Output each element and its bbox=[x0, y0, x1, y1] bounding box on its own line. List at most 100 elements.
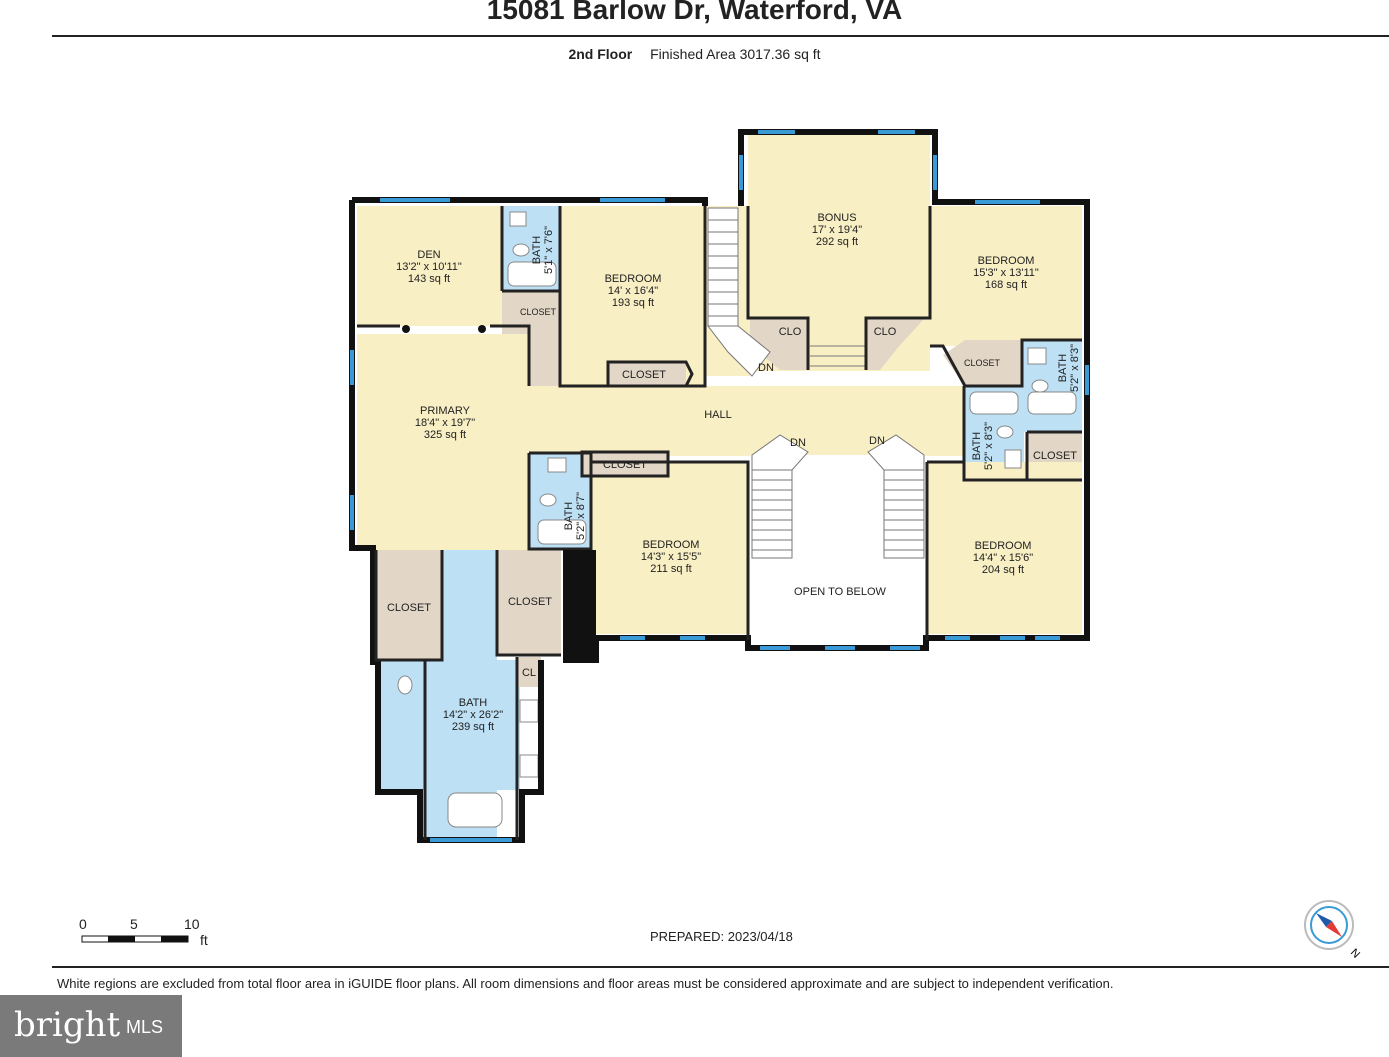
bedroom-nw-name: BEDROOM bbox=[605, 273, 662, 285]
closet-ne-name: CLOSET bbox=[964, 358, 1001, 368]
dn-label-3: DN bbox=[869, 435, 885, 447]
scale-bar-seg-1 bbox=[108, 936, 135, 942]
bath-e-dim: 5'2" x 8'3" bbox=[983, 422, 995, 470]
stair-left-winder bbox=[751, 434, 809, 471]
primary-room bbox=[357, 334, 529, 550]
cl-name: CL bbox=[522, 667, 536, 679]
bath-primary-name: BATH bbox=[459, 697, 488, 709]
footer-rule bbox=[52, 966, 1389, 968]
wall-chase bbox=[563, 550, 596, 660]
bedroom-se-area: 204 sq ft bbox=[982, 564, 1024, 576]
bonus-dim: 17' x 19'4" bbox=[812, 224, 862, 236]
closet-p1-room bbox=[376, 550, 442, 660]
stair-left-treads bbox=[752, 479, 792, 551]
stair-top-winder bbox=[706, 325, 771, 377]
bedroom-s-area: 211 sq ft bbox=[650, 563, 691, 575]
den-room bbox=[357, 206, 502, 326]
bath-mid-dim: 5'2" x 8'7" bbox=[575, 492, 587, 540]
scale-tick-5: 5 bbox=[130, 916, 138, 932]
cl-room bbox=[517, 657, 541, 687]
bright-mls-logo: bright MLS bbox=[0, 995, 182, 1057]
sink-primary-1-icon bbox=[519, 699, 539, 723]
stair-right bbox=[883, 469, 925, 559]
wall-north-west bbox=[352, 197, 708, 206]
prepared-date: PREPARED: 2023/04/18 bbox=[650, 929, 793, 944]
bedroom-se-name: BEDROOM bbox=[975, 540, 1032, 552]
bedroom-nw-area: 193 sq ft bbox=[612, 297, 654, 309]
dn-label-2: DN bbox=[790, 437, 806, 449]
sink-primary-2-icon bbox=[519, 754, 539, 778]
primary-dim: 18'4" x 19'7" bbox=[415, 417, 475, 429]
wall-bath-mid bbox=[527, 451, 593, 551]
bath-top-name: BATH bbox=[531, 236, 543, 265]
scale-tick-0: 0 bbox=[79, 916, 87, 932]
windows bbox=[350, 130, 1089, 842]
clo-right-room bbox=[866, 318, 925, 370]
closet-den-name: CLOSET bbox=[520, 307, 557, 317]
stair-left bbox=[751, 469, 793, 559]
stairs bbox=[706, 207, 925, 559]
primary-name: PRIMARY bbox=[420, 405, 471, 417]
bath-e-name: BATH bbox=[971, 432, 983, 461]
compass-needle-north bbox=[1326, 921, 1342, 937]
disclaimer: White regions are excluded from total fl… bbox=[57, 976, 1114, 991]
compass-needle-south bbox=[1316, 913, 1332, 927]
bath-ne-name: BATH bbox=[1057, 354, 1069, 383]
sink-top-icon bbox=[509, 211, 527, 227]
compass-n-label: N bbox=[1348, 947, 1362, 961]
closet-e-name: CLOSET bbox=[1033, 450, 1077, 462]
bedroom-nw-dim: 14' x 16'4" bbox=[608, 285, 658, 297]
wall-ne bbox=[930, 338, 1082, 388]
interior-walls bbox=[357, 206, 1082, 840]
compass-icon: N bbox=[1304, 900, 1362, 961]
closet-p1-name: CLOSET bbox=[387, 602, 431, 614]
dn-label-1: DN bbox=[758, 362, 774, 374]
bedroom-ne-room bbox=[930, 206, 1082, 346]
closet-hall-top-room bbox=[608, 362, 686, 386]
closet-hall-top-name: CLOSET bbox=[622, 369, 666, 381]
closet-p2-name: CLOSET bbox=[508, 596, 552, 608]
logo-suffix: MLS bbox=[126, 1017, 164, 1037]
bathtub-top-icon bbox=[507, 261, 557, 287]
wall-closet-hall-top bbox=[606, 360, 694, 388]
stair-top bbox=[707, 207, 739, 327]
toilet-e-icon bbox=[996, 425, 1014, 439]
hall-name: HALL bbox=[704, 409, 732, 421]
logo-word: bright bbox=[14, 1005, 121, 1045]
bedroom-ne-area: 168 sq ft bbox=[985, 279, 1027, 291]
bonus-name: BONUS bbox=[817, 212, 856, 224]
den-area: 143 sq ft bbox=[408, 273, 450, 285]
wall-den-primary bbox=[357, 324, 531, 386]
wall-primary-closets bbox=[374, 550, 561, 662]
scale-unit: ft bbox=[200, 932, 208, 948]
primary-area: 325 sq ft bbox=[424, 429, 466, 441]
sink-e-icon bbox=[1004, 449, 1022, 469]
posts bbox=[402, 325, 486, 333]
room-labels: DEN 13'2" x 10'11" 143 sq ft BATH 5'1" x… bbox=[387, 212, 1081, 733]
bedroom-s-name: BEDROOM bbox=[643, 539, 700, 551]
floor-label: 2nd Floor bbox=[568, 46, 633, 62]
bedroom-ne-dim: 15'3" x 13'11" bbox=[973, 267, 1039, 279]
bedroom-ne-name: BEDROOM bbox=[978, 255, 1035, 267]
page-title: 15081 Barlow Dr, Waterford, VA bbox=[486, 0, 903, 25]
sink-ne-icon bbox=[1027, 347, 1047, 365]
stair-right-winder bbox=[867, 434, 925, 471]
bath-primary-dim: 14'2" x 26'2" bbox=[443, 709, 503, 721]
wall-outer-west bbox=[349, 200, 544, 843]
toilet-top-icon bbox=[512, 243, 530, 257]
wall-bonus-sides bbox=[746, 206, 932, 370]
stair-right-treads bbox=[884, 479, 924, 551]
closet-hall-mid-room bbox=[582, 452, 668, 476]
den-name: DEN bbox=[417, 249, 440, 261]
sink-mid-icon bbox=[547, 457, 567, 473]
wall-closet-hall-mid bbox=[580, 450, 670, 478]
toilet-primary-icon bbox=[397, 675, 413, 695]
bonus-area: 292 sq ft bbox=[816, 236, 858, 248]
bath-mid-name: BATH bbox=[563, 502, 575, 531]
floor-subtitle: 2nd Floor Finished Area 3017.36 sq ft bbox=[0, 46, 1389, 62]
bathtub-ne-icon bbox=[1027, 391, 1077, 415]
closet-hall-mid-name: CLOSET bbox=[603, 459, 647, 471]
bonus-steps bbox=[810, 345, 866, 367]
wall-bedroom-se bbox=[925, 460, 964, 640]
